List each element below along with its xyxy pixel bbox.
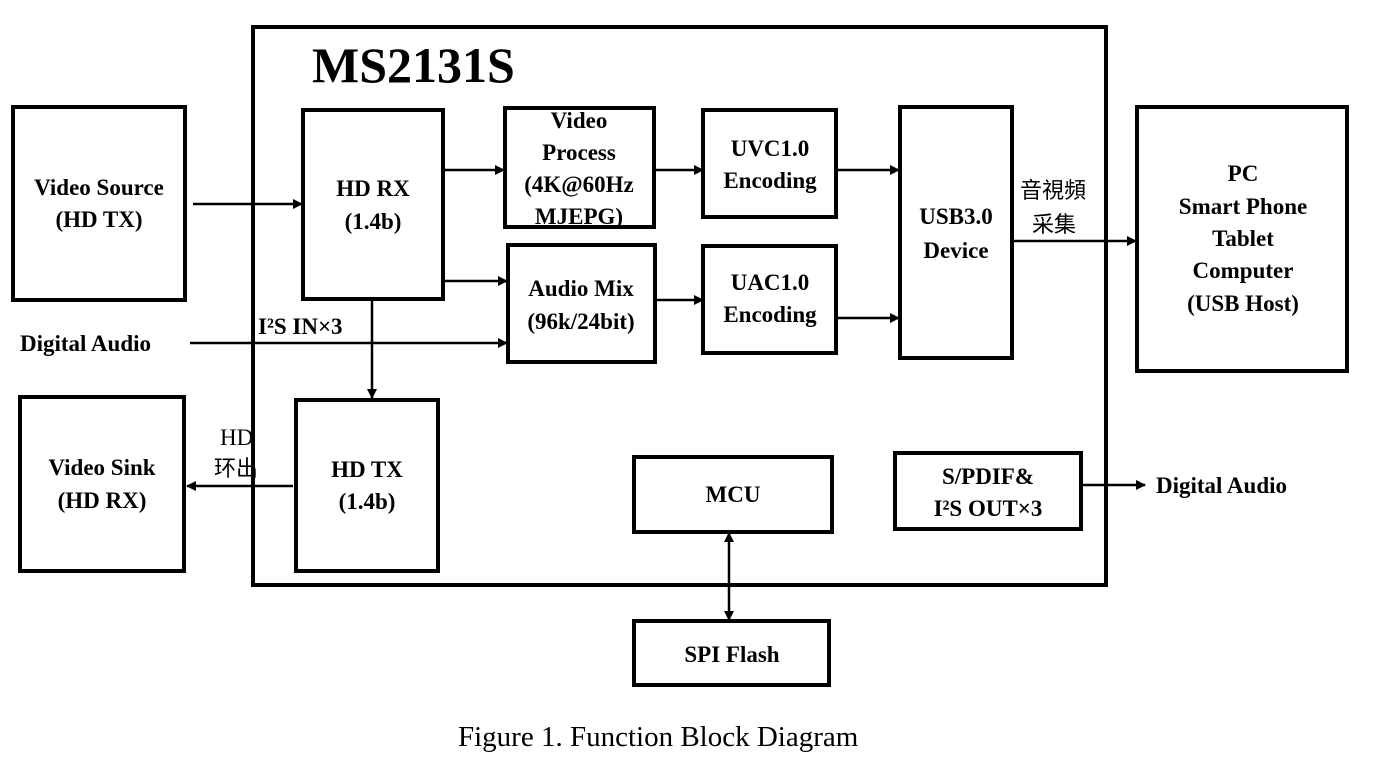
i2s-input-label: I²S IN×3 bbox=[258, 314, 343, 339]
audio-mix-line-2: (96k/24bit) bbox=[527, 309, 634, 334]
block-video-sink: Video Sink (HD RX) bbox=[18, 395, 186, 573]
chip-boundary bbox=[251, 25, 1108, 587]
usb-line-2: Device bbox=[923, 238, 988, 263]
video-source-line-2: (HD TX) bbox=[55, 207, 142, 232]
hd-tx-line-2: (1.4b) bbox=[339, 489, 396, 514]
block-video-source: Video Source (HD TX) bbox=[11, 105, 187, 302]
hd-tx-line-1: HD TX bbox=[331, 457, 403, 482]
block-usb-host: PC Smart Phone Tablet Computer (USB Host… bbox=[1135, 105, 1349, 373]
spdif-line-1: S/PDIF& bbox=[942, 464, 1034, 489]
digital-audio-output-label: Digital Audio bbox=[1156, 473, 1287, 498]
hd-loopout-label-line-2: 环出 bbox=[214, 457, 258, 482]
digital-audio-input-label: Digital Audio bbox=[20, 331, 151, 356]
uac-line-1: UAC1.0 bbox=[731, 270, 810, 295]
hd-rx-line-1: HD RX bbox=[336, 176, 410, 201]
block-spdif-i2s-out: S/PDIF& I²S OUT×3 bbox=[893, 451, 1083, 531]
block-mcu: MCU bbox=[632, 455, 834, 534]
video-sink-line-1: Video Sink bbox=[48, 455, 155, 480]
av-capture-label-line-2: 采集 bbox=[1032, 213, 1076, 238]
usb-line-1: USB3.0 bbox=[919, 204, 993, 229]
spi-flash-label: SPI Flash bbox=[684, 642, 779, 667]
block-uvc-encoding: UVC1.0 Encoding bbox=[701, 108, 838, 219]
video-source-line-1: Video Source bbox=[34, 175, 164, 200]
video-process-line-4: MJEPG) bbox=[535, 204, 623, 229]
block-usb-device: USB3.0 Device bbox=[898, 105, 1014, 360]
audio-mix-line-1: Audio Mix bbox=[528, 276, 634, 301]
video-process-line-1: Video bbox=[551, 108, 608, 133]
spdif-line-2: I²S OUT×3 bbox=[934, 496, 1043, 521]
uvc-line-1: UVC1.0 bbox=[731, 136, 810, 161]
host-line-2: Smart Phone bbox=[1179, 194, 1307, 219]
host-line-4: Computer bbox=[1193, 258, 1294, 283]
figure-caption: Figure 1. Function Block Diagram bbox=[458, 721, 859, 753]
uac-line-2: Encoding bbox=[723, 302, 817, 327]
block-uac-encoding: UAC1.0 Encoding bbox=[701, 244, 838, 355]
block-audio-mix: Audio Mix (96k/24bit) bbox=[506, 243, 657, 364]
host-line-1: PC bbox=[1228, 161, 1259, 186]
chip-title: MS2131S bbox=[312, 37, 515, 93]
video-sink-line-2: (HD RX) bbox=[58, 488, 147, 513]
uvc-line-2: Encoding bbox=[723, 168, 817, 193]
mcu-label: MCU bbox=[706, 482, 761, 507]
block-video-process: Video Process (4K@60Hz MJEPG) bbox=[503, 106, 656, 229]
block-hd-rx: HD RX (1.4b) bbox=[301, 108, 445, 301]
video-process-line-3: (4K@60Hz bbox=[524, 172, 634, 198]
connections bbox=[186, 165, 1146, 621]
av-capture-label-line-1: 音視頻 bbox=[1020, 179, 1086, 204]
host-line-3: Tablet bbox=[1212, 226, 1274, 251]
block-spi-flash: SPI Flash bbox=[632, 619, 831, 687]
hd-loopout-label-line-1: HD bbox=[220, 425, 253, 450]
block-hd-tx: HD TX (1.4b) bbox=[294, 398, 440, 573]
video-process-line-2: Process bbox=[542, 140, 616, 165]
hd-rx-line-2: (1.4b) bbox=[345, 209, 402, 234]
host-line-5: (USB Host) bbox=[1187, 291, 1299, 316]
